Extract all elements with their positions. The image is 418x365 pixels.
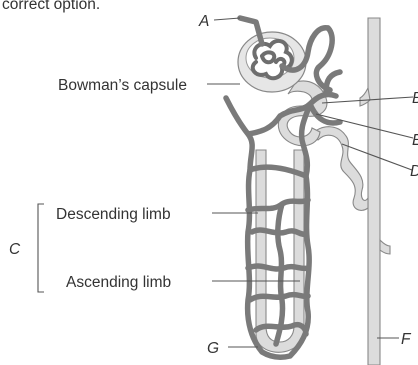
question-text: correct option.	[2, 0, 100, 13]
collecting-duct-branch-low	[380, 240, 390, 254]
leader-a	[214, 18, 240, 20]
label-a: A	[198, 13, 209, 30]
label-descending-limb: Descending limb	[56, 206, 171, 223]
label-ascending-limb: Ascending limb	[66, 274, 171, 291]
label-c: C	[9, 241, 21, 258]
distal-convoluted-tubule	[312, 127, 368, 211]
bracket-c	[38, 204, 44, 292]
label-d: D	[410, 163, 418, 180]
label-bowmans-capsule: Bowman’s capsule	[58, 77, 187, 94]
collecting-duct	[368, 18, 380, 365]
label-b2: E	[412, 132, 418, 149]
label-b1: B	[412, 90, 418, 107]
label-f: F	[401, 331, 412, 348]
label-g: G	[207, 340, 219, 357]
